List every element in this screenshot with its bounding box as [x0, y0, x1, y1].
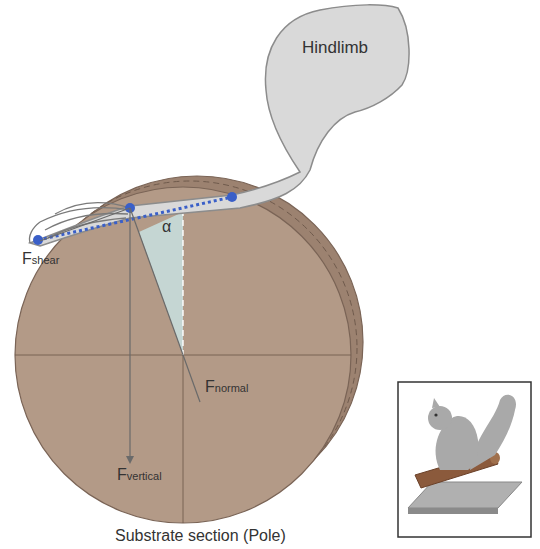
normal-force	[130, 208, 200, 402]
inset-squirrel	[398, 382, 531, 537]
axis-line	[183, 355, 184, 523]
caption-text: Substrate section (Pole)	[115, 527, 286, 545]
force-label: Fvertical	[117, 466, 162, 484]
force-label: Fshear	[22, 250, 59, 268]
limb-region: Hindlimb	[275, 28, 395, 68]
angle-wedge	[139, 212, 183, 355]
contact-point	[227, 192, 237, 202]
angle-symbol: α	[162, 218, 171, 236]
shear-force	[40, 208, 130, 241]
contact-line	[38, 197, 232, 240]
part-name: Hindlimb	[302, 38, 368, 58]
vertical-force	[129, 208, 130, 458]
vertical-reference	[182, 200, 183, 355]
arrowhead	[126, 456, 134, 464]
force-label: Fnormal	[205, 378, 248, 396]
hindlimb-shape	[30, 5, 409, 246]
